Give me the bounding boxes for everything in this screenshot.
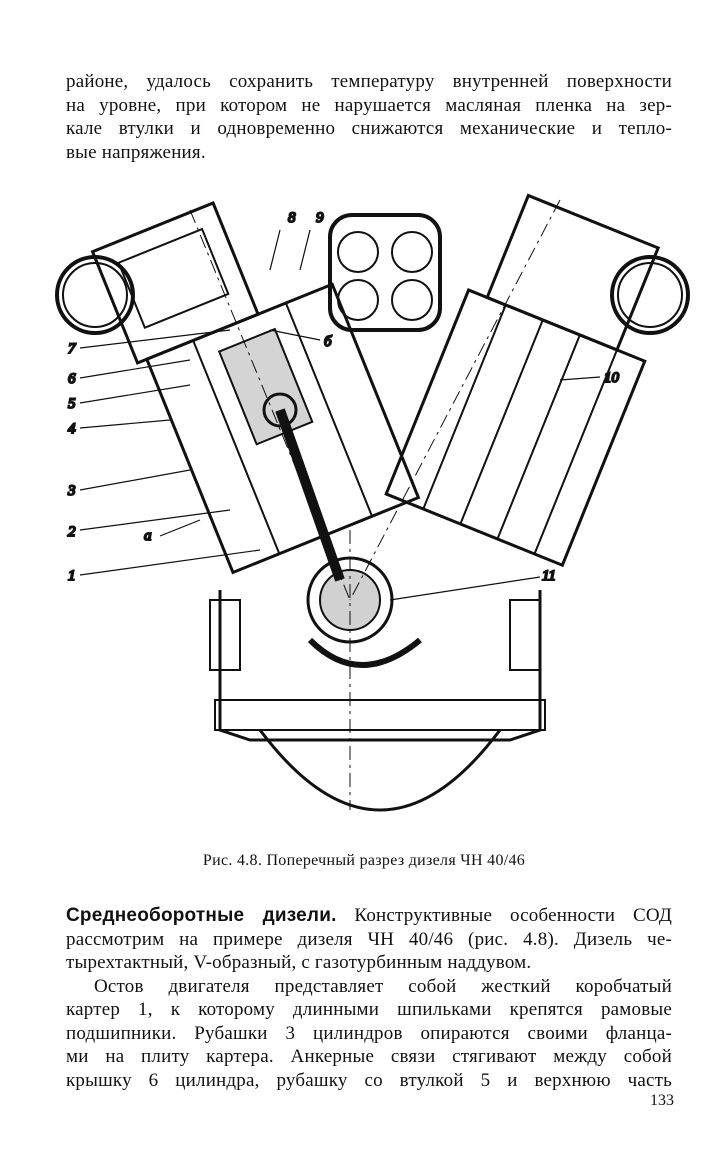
callout-11: 11: [542, 568, 556, 584]
callout-1: 1: [68, 568, 76, 584]
text-line: на уровне, при котором не нарушается мас…: [66, 94, 672, 116]
text-line: вые напряжения.: [66, 141, 206, 163]
callout-6: 6: [68, 371, 76, 387]
section-paragraph: Среднеоборотные дизели. Конструктивные о…: [66, 904, 672, 1092]
text-line: крышку 6 цилиндра, рубашку со втулкой 5 …: [66, 1069, 672, 1091]
callout-9: 9: [316, 210, 324, 226]
text-line: кале втулки и одновременно снижаются мех…: [66, 118, 672, 139]
callout-a: а: [144, 528, 152, 544]
engine-cross-section-figure: 1 2 3 4 5 6 7 8 9 б 10 11 а: [40, 170, 700, 840]
text-line: ми на плиту картера. Анкерные связи стяг…: [66, 1046, 672, 1067]
text-line: районе, удалось сохранить температуру вн…: [66, 71, 672, 92]
figure-caption: Рис. 4.8. Поперечный разрез дизеля ЧН 40…: [202, 852, 526, 869]
top-paragraph: районе, удалось сохранить температуру вн…: [66, 70, 672, 164]
callout-3: 3: [67, 483, 76, 499]
callout-8: 8: [288, 210, 296, 226]
text-line: Остов двигателя представляет собой жестк…: [94, 975, 672, 997]
callout-2: 2: [68, 524, 76, 540]
text-line: тырехтактный, V-образный, с газотурбинны…: [66, 952, 532, 973]
text-line: Среднеоборотные дизели. Конструктивные о…: [66, 904, 672, 928]
engine-drawing: 1 2 3 4 5 6 7 8 9 б 10 11 а: [55, 193, 690, 812]
callout-b: б: [324, 334, 332, 350]
callout-5: 5: [68, 396, 76, 412]
callout-7: 7: [68, 341, 77, 357]
section-heading: Среднеоборотные дизели.: [66, 905, 337, 926]
text-line: подшипники. Рубашки 3 цилиндров опираютс…: [66, 1022, 672, 1044]
text-line: картер 1, к которому длинными шпильками …: [66, 999, 672, 1020]
text-run: Конструктивные особенности СОД: [336, 905, 673, 926]
page-number: 133: [650, 1092, 674, 1109]
callout-4: 4: [68, 421, 76, 437]
callout-10: 10: [604, 370, 620, 386]
text-line: рассмотрим на примере дизеля ЧН 40/46 (р…: [66, 928, 672, 950]
